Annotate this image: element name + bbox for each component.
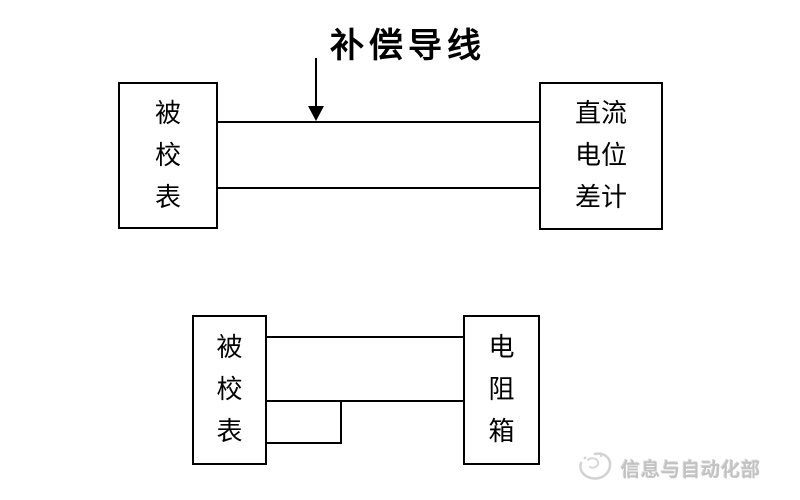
box-text-line: 电位 [574,141,627,171]
down-arrow-icon [315,58,317,107]
top-diagram-lower-wire [218,187,539,189]
box-text-line: 差计 [574,183,627,213]
box-meter-under-test-bottom: 被 校 表 [192,315,267,465]
swirl-logo-icon [576,450,614,486]
box-text-line: 被 [154,98,181,129]
bottom-diagram-upper-wire [267,336,463,338]
box-resistance-box: 电 阻 箱 [463,315,540,465]
box-text-line: 电 [488,333,515,363]
bottom-diagram-middle-wire [267,400,463,402]
box-dc-potentiometer: 直流 电位 差计 [539,82,663,230]
box-text-line: 被 [216,333,243,363]
compensation-wire-label: 补偿导线 [330,26,486,66]
down-arrow-head-icon [308,106,324,121]
box-text-line: 直流 [574,99,627,129]
top-diagram-upper-wire [218,121,539,123]
bottom-diagram-stub-wire-vertical [340,400,342,444]
bottom-diagram-stub-wire-horizontal [267,442,342,444]
box-text-line: 表 [154,182,181,213]
box-text-line: 表 [216,417,243,447]
box-text-line: 箱 [488,417,515,447]
box-text-line: 校 [216,375,243,405]
watermark-text: 信息与自动化部 [621,458,762,481]
box-text-line: 校 [154,140,181,171]
box-text-line: 阻 [488,375,515,405]
watermark: 信息与自动化部 [576,450,761,486]
box-meter-under-test-top: 被 校 表 [118,82,218,229]
